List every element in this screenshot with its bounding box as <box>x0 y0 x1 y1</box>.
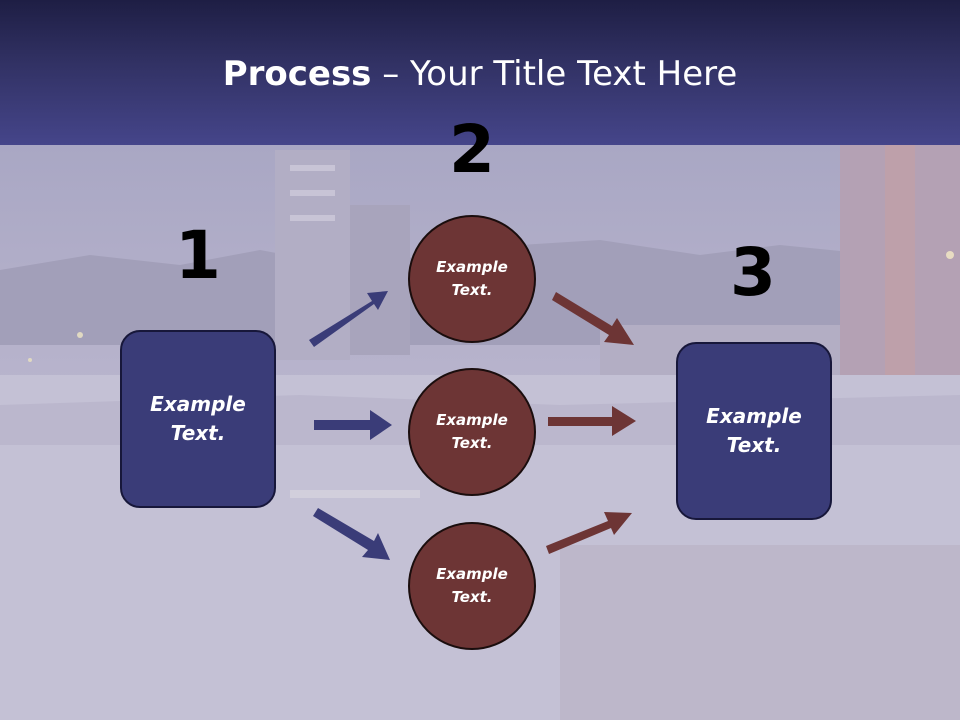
arrow-left-to-middle <box>314 410 392 440</box>
right-box-text: Example Text. <box>706 404 802 457</box>
left-box-text: Example Text. <box>150 392 246 445</box>
circle-middle: Example Text. <box>408 368 536 496</box>
step-number-1: 1 <box>175 217 221 294</box>
left-process-box: Example Text. <box>120 330 276 508</box>
title-bold: Process <box>222 54 372 94</box>
arrow-left-to-bottom <box>313 508 390 560</box>
circle-bottom-text: Example Text. <box>436 565 508 606</box>
circle-bottom: Example Text. <box>408 522 536 650</box>
circle-top-text: Example Text. <box>436 258 508 299</box>
arrow-top-to-right <box>552 292 634 345</box>
title-bar: Process – Your Title Text Here <box>0 0 960 145</box>
step-number-2: 2 <box>449 111 495 188</box>
title-rest: – Your Title Text Here <box>371 54 738 94</box>
arrow-bottom-to-right <box>546 512 632 554</box>
arrow-middle-to-right <box>548 406 636 436</box>
arrow-left-to-top <box>309 291 388 347</box>
slide-title: Process – Your Title Text Here <box>0 52 960 96</box>
right-process-box: Example Text. <box>676 342 832 520</box>
circle-middle-text: Example Text. <box>436 411 508 452</box>
step-number-3: 3 <box>730 234 776 311</box>
circle-top: Example Text. <box>408 215 536 343</box>
